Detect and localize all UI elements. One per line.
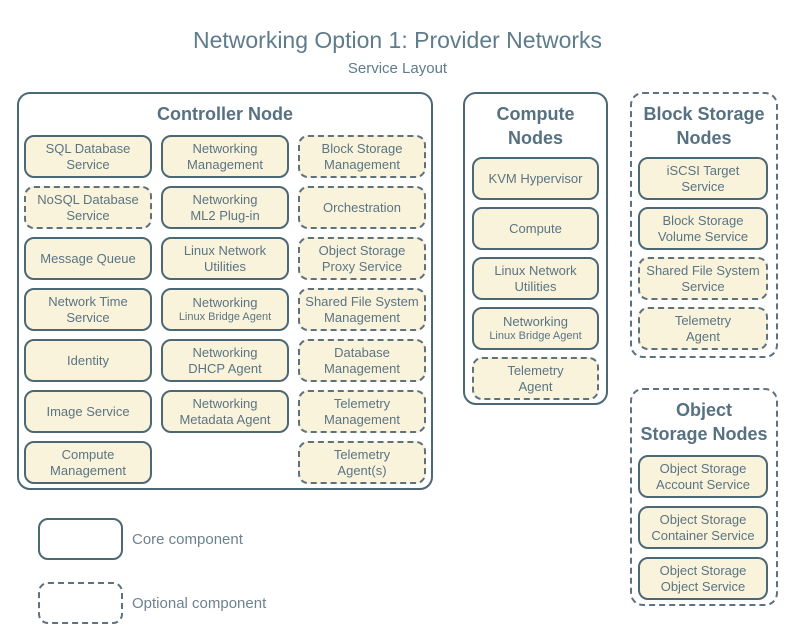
diagram-subtitle: Service Layout bbox=[347, 60, 448, 77]
service-box: Telemetry Management bbox=[298, 390, 426, 433]
legend-optional-label: Optional component bbox=[132, 594, 267, 612]
service-label: Networking Metadata Agent bbox=[179, 395, 271, 427]
service-box: Shared File System Management bbox=[298, 288, 426, 331]
service-label: Object Storage Object Service bbox=[659, 562, 747, 594]
service-label: Networking bbox=[192, 295, 258, 311]
service-box: Compute bbox=[472, 207, 599, 250]
service-label: KVM Hypervisor bbox=[488, 170, 583, 186]
diagram-title: Networking Option 1: Provider Networks bbox=[192, 27, 603, 53]
service-box: SQL Database Service bbox=[24, 135, 152, 178]
service-label: Block Storage Volume Service bbox=[657, 212, 749, 244]
service-label: Object Storage Container Service bbox=[651, 511, 755, 543]
object-storage-nodes-group: Object Storage Nodes Object Storage Acco… bbox=[630, 388, 778, 606]
service-label: Compute Management bbox=[50, 446, 126, 478]
service-label: Shared File System Management bbox=[305, 293, 419, 325]
service-box: Networking Management bbox=[161, 135, 289, 178]
service-label: Shared File System Service bbox=[646, 262, 760, 294]
service-box: Linux Network Utilities bbox=[472, 257, 599, 300]
service-label: Database Management bbox=[324, 344, 400, 376]
service-label: Orchestration bbox=[322, 199, 402, 215]
legend-optional-item: Optional component bbox=[38, 582, 266, 624]
legend-core-label: Core component bbox=[132, 530, 243, 548]
compute-nodes-heading: Compute Nodes bbox=[496, 104, 575, 149]
service-label: Networking bbox=[502, 314, 569, 330]
service-label: Image Service bbox=[46, 403, 130, 419]
service-box: Message Queue bbox=[24, 237, 152, 280]
service-box: Image Service bbox=[24, 390, 152, 433]
service-box: Block Storage Volume Service bbox=[638, 207, 768, 250]
service-box: Object Storage Account Service bbox=[638, 455, 768, 498]
service-box: Object Storage Container Service bbox=[638, 506, 768, 549]
service-label: Compute bbox=[509, 220, 562, 236]
service-box: Linux Network Utilities bbox=[161, 237, 289, 280]
service-box: KVM Hypervisor bbox=[472, 157, 599, 200]
service-box: Compute Management bbox=[24, 441, 152, 484]
service-label: Linux Network Utilities bbox=[183, 242, 267, 274]
service-sublabel: Linux Bridge Agent bbox=[489, 330, 582, 343]
service-label: Network Time Service bbox=[48, 293, 128, 325]
service-label: Networking DHCP Agent bbox=[188, 344, 262, 376]
service-box: Network Time Service bbox=[24, 288, 152, 331]
service-box: Identity bbox=[24, 339, 152, 382]
legend-optional-swatch bbox=[38, 582, 123, 624]
controller-node-heading: Controller Node bbox=[156, 104, 293, 124]
service-label: NoSQL Database Service bbox=[37, 191, 139, 223]
service-box: Orchestration bbox=[298, 186, 426, 229]
service-label: Linux Network Utilities bbox=[494, 262, 577, 294]
block-storage-nodes-heading: Block Storage Nodes bbox=[643, 104, 765, 149]
block-storage-nodes-group: Block Storage Nodes iSCSI Target Service… bbox=[630, 92, 778, 358]
service-box: Networking ML2 Plug-in bbox=[161, 186, 289, 229]
service-box: Shared File System Service bbox=[638, 257, 768, 300]
service-box: Telemetry Agent(s) bbox=[298, 441, 426, 484]
legend-core-item: Core component bbox=[38, 518, 243, 560]
service-label: Networking ML2 Plug-in bbox=[190, 191, 260, 223]
service-sublabel: Linux Bridge Agent bbox=[178, 311, 272, 324]
service-label: Telemetry Agent(s) bbox=[333, 446, 391, 478]
service-box: Telemetry Agent bbox=[472, 357, 599, 400]
service-label: iSCSI Target Service bbox=[666, 162, 740, 194]
object-storage-nodes-heading: Object Storage Nodes bbox=[640, 400, 768, 445]
service-box: Networking DHCP Agent bbox=[161, 339, 289, 382]
service-box: Networking Metadata Agent bbox=[161, 390, 289, 433]
service-label: Telemetry Management bbox=[324, 395, 400, 427]
service-label: Telemetry Agent bbox=[674, 312, 732, 344]
service-box: Telemetry Agent bbox=[638, 307, 768, 350]
service-label: Block Storage Management bbox=[321, 140, 403, 172]
service-label: Telemetry Agent bbox=[507, 362, 564, 394]
service-box: Object Storage Proxy Service bbox=[298, 237, 426, 280]
legend-core-swatch bbox=[38, 518, 123, 560]
service-label: Identity bbox=[67, 352, 109, 368]
controller-service-grid: SQL Database Service Networking Managemen… bbox=[24, 135, 426, 484]
service-label: Networking Management bbox=[187, 140, 263, 172]
service-label: Object Storage Account Service bbox=[656, 460, 750, 492]
service-box: Object Storage Object Service bbox=[638, 557, 768, 600]
service-label: Object Storage Proxy Service bbox=[318, 242, 406, 274]
service-box: Block Storage Management bbox=[298, 135, 426, 178]
service-box: NoSQL Database Service bbox=[24, 186, 152, 229]
service-box: iSCSI Target Service bbox=[638, 157, 768, 200]
service-box: Database Management bbox=[298, 339, 426, 382]
service-label: SQL Database Service bbox=[45, 140, 131, 172]
service-label: Message Queue bbox=[40, 250, 136, 266]
